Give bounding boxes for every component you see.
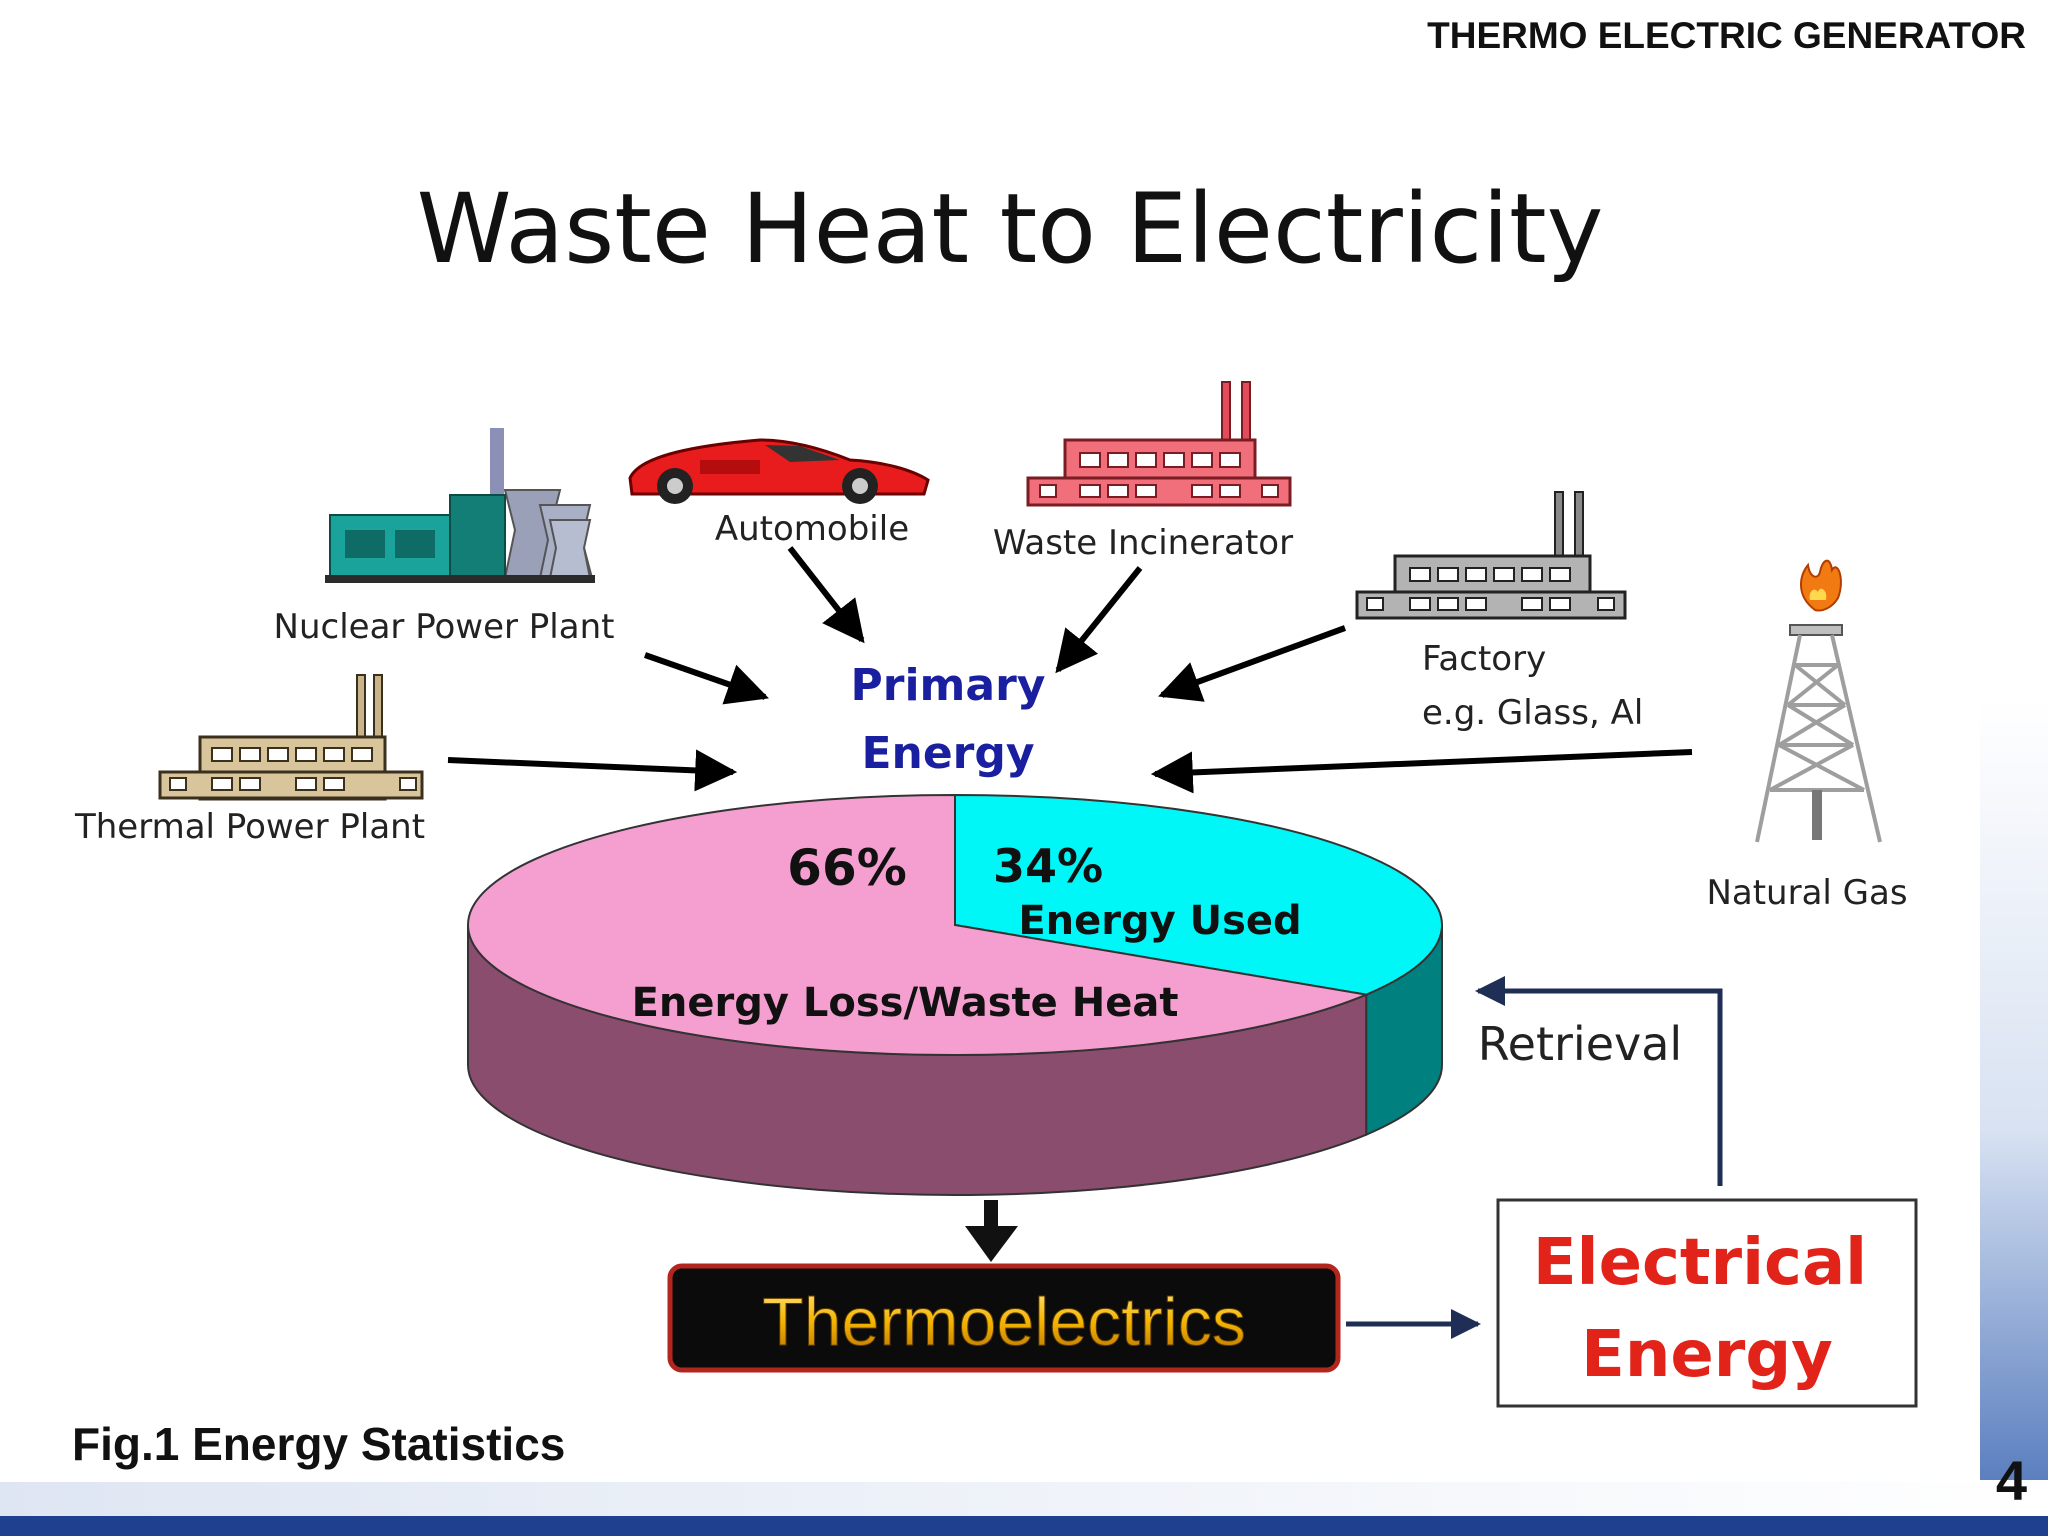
thermal-arrow <box>447 749 738 792</box>
natural-gas-label: Natural Gas <box>1706 873 1907 913</box>
electrical-energy-box: Electrical Energy <box>1496 1198 1918 1408</box>
nuclear-power-plant-label: Nuclear Power Plant <box>274 607 615 647</box>
incinerator-arrow <box>1055 566 1143 674</box>
pie-used-label: Energy Used <box>1018 898 1301 944</box>
automobile-icon <box>628 438 930 504</box>
page-number: 4 <box>1996 1449 2027 1512</box>
electrical-energy-line1: Electrical <box>1533 1226 1867 1300</box>
factory-label: Factory <box>1422 639 1546 679</box>
pie-loss-label: Energy Loss/Waste Heat <box>632 980 1179 1026</box>
automobile-label: Automobile <box>715 509 909 549</box>
header-title: THERMO ELECTRIC GENERATOR <box>1427 15 2026 56</box>
natural-gas-derrick-icon <box>1755 559 1882 843</box>
factory-example-label: e.g. Glass, Al <box>1422 693 1643 733</box>
energy-pie-chart <box>467 793 1443 1197</box>
source-arrows <box>447 546 1693 794</box>
factory-arrow <box>1158 625 1347 702</box>
waste-incinerator-icon <box>1026 381 1292 507</box>
thermoelectrics-label: Thermoelectrics <box>762 1284 1246 1360</box>
right-edge-decoration <box>1980 700 2048 1480</box>
thermal-plant-icon <box>158 674 424 801</box>
factory-icon <box>1355 491 1627 620</box>
electrical-energy-line2: Energy <box>1581 1318 1833 1392</box>
retrieval-arrow <box>1475 976 1723 1186</box>
down-arrow <box>965 1200 1018 1262</box>
primary-energy-line2: Energy <box>861 728 1034 779</box>
primary-energy-line1: Primary <box>851 660 1046 711</box>
waste-incinerator-label: Waste Incinerator <box>993 523 1293 563</box>
nuclear-plant-icon <box>325 428 595 583</box>
footer-bar <box>0 1516 2048 1536</box>
thermal-power-plant-label: Thermal Power Plant <box>74 807 425 847</box>
pie-used-percent: 34% <box>993 839 1103 893</box>
retrieval-label: Retrieval <box>1478 1017 1682 1071</box>
nuclear-arrow <box>644 652 769 705</box>
slide-title: Waste Heat to Electricity <box>417 173 1604 285</box>
figure-caption: Fig.1 Energy Statistics <box>72 1418 565 1470</box>
footer-band <box>0 1482 2048 1516</box>
natural-gas-arrow <box>1150 749 1693 794</box>
pie-loss-slice <box>467 793 1370 1056</box>
thermoelectrics-box: Thermoelectrics <box>667 1263 1341 1373</box>
automobile-arrow <box>787 546 865 644</box>
pie-loss-percent: 66% <box>787 839 907 897</box>
